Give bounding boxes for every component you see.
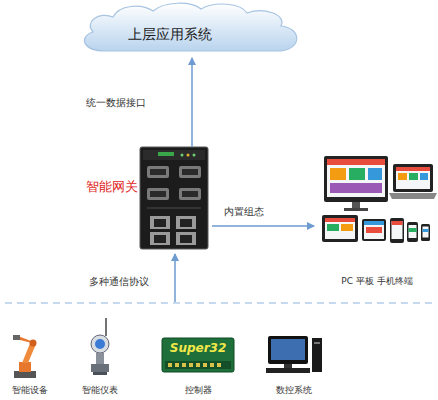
terminal-devices — [322, 156, 437, 243]
bus-line — [5, 302, 433, 303]
node-caption: 数控系统 — [262, 385, 326, 396]
cloud-node: 上层应用系统 — [75, 2, 305, 54]
edge-label: 统一数据接口 — [80, 97, 152, 109]
robot-arm — [13, 335, 37, 378]
node-caption: 智能仪表 — [72, 385, 128, 396]
smart-instrument — [91, 318, 109, 375]
edge-label: 内置组态 — [216, 206, 272, 218]
device-node: 智能设备 — [2, 334, 58, 398]
board-brand: Super32 — [166, 341, 230, 356]
terminal-node: PC 平板 手机终端 — [318, 150, 436, 290]
flow-arrow — [212, 225, 314, 227]
controller-board — [162, 338, 234, 372]
bus-arrow — [174, 254, 176, 302]
node-caption: 智能设备 — [2, 385, 58, 396]
cloud-outline — [84, 3, 296, 51]
node-title: 智能网关 — [64, 179, 138, 195]
gateway-node: 智能网关 — [140, 147, 208, 249]
cnc-computer — [266, 336, 322, 373]
device-node: 数控系统 — [262, 330, 326, 398]
node-caption: PC 平板 手机终端 — [318, 276, 436, 287]
node-title: 上层应用系统 — [115, 26, 225, 44]
device-node: 智能仪表 — [72, 316, 128, 398]
protocol-label: 多种通信协议 — [82, 276, 156, 288]
flow-arrow — [191, 58, 193, 147]
node-caption: 控制器 — [160, 385, 236, 396]
gateway-device — [140, 147, 208, 249]
